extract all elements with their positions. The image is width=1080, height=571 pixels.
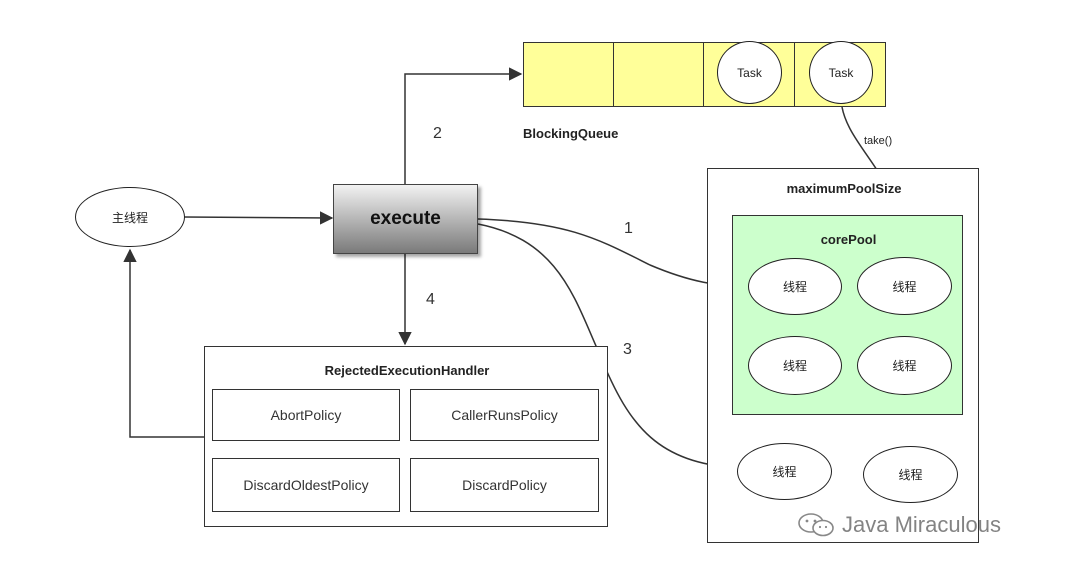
- core-thread-node: 线程: [748, 258, 842, 315]
- watermark: Java Miraculous: [796, 510, 1001, 540]
- blocking-queue: Task Task: [523, 41, 886, 107]
- core-thread-node: 线程: [748, 336, 842, 395]
- maximum-pool-title: maximumPoolSize: [786, 181, 902, 196]
- discard-policy: DiscardPolicy: [410, 458, 599, 512]
- watermark-text: Java Miraculous: [842, 512, 1001, 537]
- blocking-queue-title: BlockingQueue: [523, 126, 619, 141]
- rejected-execution-handler: RejectedExecutionHandler AbortPolicy Cal…: [204, 346, 608, 527]
- core-pool-title: corePool: [820, 232, 877, 247]
- maximum-pool: maximumPoolSize corePool 线程 线程 线程 线程 线程 …: [707, 168, 979, 543]
- abort-policy: AbortPolicy: [212, 389, 400, 441]
- take-label: take(): [864, 135, 893, 147]
- step-1: 1: [624, 220, 633, 237]
- caller-runs-policy: CallerRunsPolicy: [410, 389, 599, 441]
- arrow-execute-to-queue: [404, 67, 523, 184]
- main-thread-node: 主线程: [75, 187, 185, 247]
- step-2: 2: [433, 125, 442, 142]
- max-thread-node: 线程: [863, 446, 958, 503]
- execute-node: execute: [333, 184, 478, 254]
- step-4: 4: [426, 291, 435, 308]
- core-thread-node: 线程: [857, 257, 952, 315]
- arrow-main-to-execute: [183, 211, 334, 225]
- wechat-icon: [798, 513, 834, 537]
- core-thread-node: 线程: [857, 336, 952, 395]
- max-thread-node: 线程: [737, 443, 832, 500]
- step-3: 3: [623, 341, 632, 358]
- queue-slot: [523, 42, 614, 107]
- task-node: Task: [717, 41, 782, 104]
- queue-slot: [613, 42, 704, 107]
- task-node: Task: [809, 41, 873, 104]
- discard-oldest-policy: DiscardOldestPolicy: [212, 458, 400, 512]
- arrow-handler-to-main: [123, 248, 204, 438]
- handler-title: RejectedExecutionHandler: [324, 363, 490, 378]
